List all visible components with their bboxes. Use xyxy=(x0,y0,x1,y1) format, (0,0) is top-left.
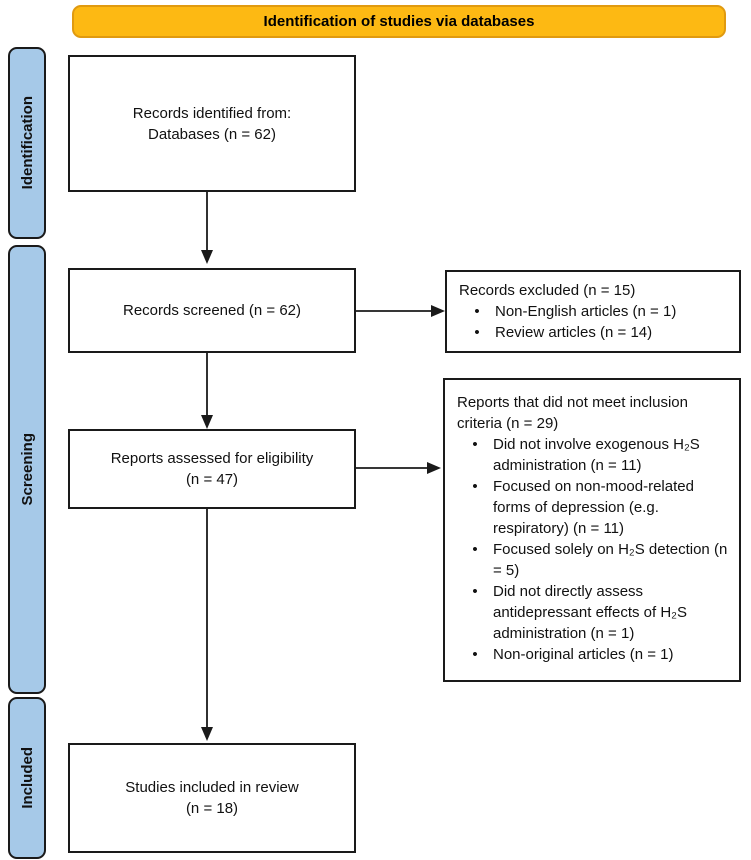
arrow-screened-to-excluded xyxy=(356,305,445,317)
arrow-eligibility-to-excluded xyxy=(356,462,441,474)
stage-label-identification: Identification xyxy=(8,47,46,239)
bullet-icon xyxy=(457,539,493,581)
records-excluded-item: Review articles (n = 14) xyxy=(459,322,731,343)
bullet-icon xyxy=(457,644,493,665)
reports-excluded-item: Non-original articles (n = 1) xyxy=(457,644,731,665)
studies-included-line1: Studies included in review xyxy=(125,779,299,796)
records-identified-line1: Records identified from: xyxy=(132,104,292,122)
records-identified-line2: Databases (n = 62) xyxy=(148,125,276,143)
reports-assessed-line1: Reports assessed for eligibility xyxy=(110,450,314,467)
stage-label-included: Included xyxy=(8,697,46,859)
diagram-title-banner: Identification of studies via databases xyxy=(72,5,726,38)
reports-excluded-item: Did not directly assess antidepressant e… xyxy=(457,581,731,644)
studies-included-line2: (n = 18) xyxy=(185,800,239,817)
stage-label-screening: Screening xyxy=(8,245,46,694)
bullet-icon xyxy=(459,301,495,322)
records-excluded-title: Records excluded (n = 15) xyxy=(459,282,636,299)
box-studies-included: Studies included in review (n = 18) xyxy=(68,743,356,853)
records-excluded-item: Non-English articles (n = 1) xyxy=(459,301,731,322)
arrow-identified-to-screened xyxy=(201,192,213,264)
box-reports-excluded: Reports that did not meet inclusion crit… xyxy=(443,378,741,682)
records-screened-text: Records screened (n = 62) xyxy=(122,302,301,319)
arrow-screened-to-eligibility xyxy=(201,353,213,429)
arrow-eligibility-to-included xyxy=(201,509,213,741)
box-records-excluded: Records excluded (n = 15) Non-English ar… xyxy=(445,270,741,353)
stage-label-identification-text: Identification xyxy=(18,96,36,190)
bullet-icon xyxy=(457,581,493,644)
reports-excluded-item: Focused on non-mood-related forms of dep… xyxy=(457,476,731,539)
bullet-icon xyxy=(459,322,495,343)
box-records-identified: Records identified from: Databases (n = … xyxy=(68,55,356,192)
bullet-icon xyxy=(457,476,493,539)
bullet-icon xyxy=(457,434,493,476)
reports-excluded-item: Focused solely on H₂S detection (n = 5) xyxy=(457,539,731,581)
reports-excluded-item: Did not involve exogenous H₂S administra… xyxy=(457,434,731,476)
stage-label-screening-text: Screening xyxy=(18,433,36,506)
diagram-title: Identification of studies via databases xyxy=(263,13,535,30)
stage-label-included-text: Included xyxy=(18,747,36,809)
reports-excluded-title: Reports that did not meet inclusion crit… xyxy=(457,394,688,432)
box-records-screened: Records screened (n = 62) xyxy=(68,268,356,353)
box-reports-assessed: Reports assessed for eligibility (n = 47… xyxy=(68,429,356,509)
reports-assessed-line2: (n = 47) xyxy=(185,471,239,488)
